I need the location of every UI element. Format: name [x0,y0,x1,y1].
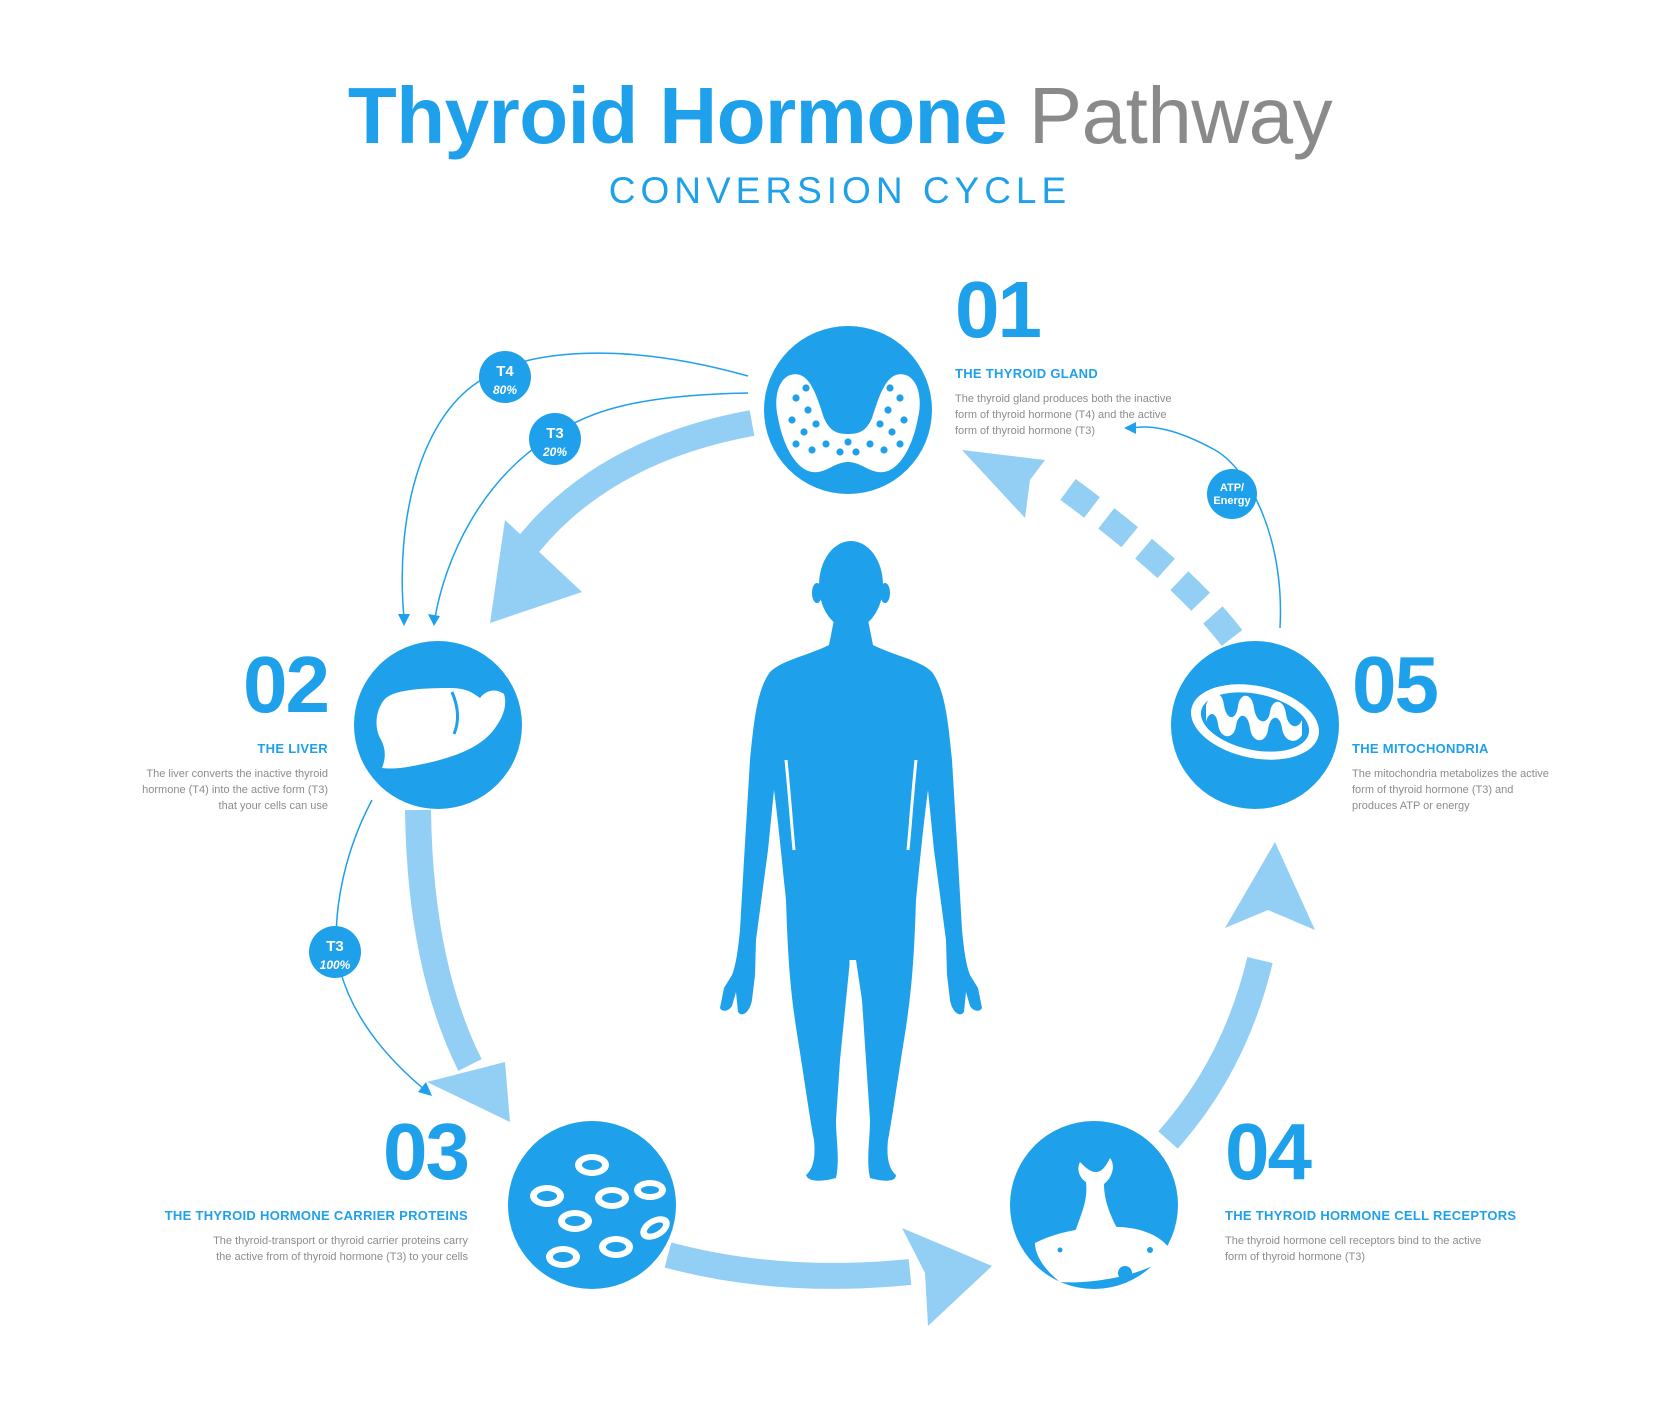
carrier-proteins-icon [530,1154,670,1268]
atp-badge-label: ATP/ [1220,482,1244,494]
stage-05-text: 05 THE MITOCHONDRIA The mitochondria met… [1352,645,1582,814]
page-subtitle: CONVERSION CYCLE [608,170,1072,211]
t3-liver-badge: T3 100% [309,926,361,978]
t3-badge-label: T3 [546,425,564,442]
description-line: form of thyroid hormone (T3) [1225,1251,1365,1263]
t4-badge: T4 80% [479,351,531,403]
atp-badge-value: Energy [1213,495,1251,507]
page-title: Thyroid Hormone Pathway [0,68,1680,164]
thyroid-gland-node [764,326,932,494]
stage-heading: THE THYROID GLAND [955,366,1099,381]
stage-01-text: 01 THE THYROID GLAND The thyroid gland p… [955,270,1215,439]
t3-liver-badge-label: T3 [326,938,344,955]
t3-badge-value: 20% [542,445,567,459]
liver-node [354,641,522,809]
stage-description: The thyroid gland produces both the inac… [955,391,1215,439]
stage-number: 04 [1225,1107,1312,1196]
cycle-arrow-05-to-01-dashed [962,450,1243,646]
stage-heading: THE LIVER [257,741,328,756]
stage-number: 01 [955,265,1042,354]
cycle-arrow-04-to-05 [1158,842,1315,1149]
title-light-part: Pathway [1028,71,1333,160]
stage-heading: THE THYROID HORMONE CELL RECEPTORS [1225,1208,1517,1223]
description-line: The mitochondria metabolizes the active [1352,768,1549,780]
stage-description: The thyroid hormone cell receptors bind … [1225,1233,1525,1265]
cell-receptor-icon [1035,1158,1170,1283]
stage-description: The mitochondria metabolizes the active … [1352,766,1582,814]
mitochondria-icon [1190,684,1320,760]
carrier-proteins-node [508,1121,676,1289]
mitochondria-node [1171,641,1339,809]
stage-03-text: 03 THE THYROID HORMONE CARRIER PROTEINS … [150,1107,470,1265]
stage-heading: THE MITOCHONDRIA [1352,741,1489,756]
human-body-detail [784,759,918,1120]
cell-receptor-node [1010,1121,1178,1289]
stage-heading: THE THYROID HORMONE CARRIER PROTEINS [164,1208,468,1223]
liver-to-carrier-arrowhead [418,1082,432,1096]
mito-to-thyroid-line [1131,426,1282,629]
description-line: produces ATP or energy [1352,800,1470,812]
t3-flow-arrowhead [428,614,440,626]
description-line: The thyroid-transport or thyroid carrier… [213,1235,468,1247]
t4-badge-label: T4 [496,363,514,380]
description-line: The thyroid hormone cell receptors bind … [1225,1235,1482,1247]
cycle-arrow-03-to-04 [664,1228,992,1326]
t4-badge-value: 80% [493,383,517,397]
title-bold-part: Thyroid Hormone [347,71,1008,160]
thyroid-gland-icon [776,374,920,473]
description-line: the active from of thyroid hormone (T3) … [216,1251,468,1263]
description-line: form of thyroid hormone (T4) and the act… [955,409,1167,421]
description-line: hormone (T4) into the active form (T3) [142,784,328,796]
stage-02-text: 02 THE LIVER The liver converts the inac… [110,640,330,814]
cycle-arrow-01-to-02 [490,410,755,623]
mito-to-thyroid-arrowhead [1124,422,1136,434]
description-line: form of thyroid hormone (T3) [955,425,1095,437]
stage-04-text: 04 THE THYROID HORMONE CELL RECEPTORS Th… [1225,1112,1525,1265]
description-line: The liver converts the inactive thyroid [146,768,328,780]
description-line: form of thyroid hormone (T3) and [1352,784,1514,796]
atp-badge: ATP/ Energy [1207,469,1257,519]
stage-number: 03 [383,1107,470,1196]
cycle-arrow-02-to-03 [405,809,510,1122]
t3-badge: T3 20% [529,413,581,465]
stage-description: The liver converts the inactive thyroid … [110,766,328,814]
description-line: The thyroid gland produces both the inac… [955,393,1172,405]
stage-number: 02 [243,640,330,729]
t4-flow-line [401,352,749,619]
stage-description: The thyroid-transport or thyroid carrier… [150,1233,468,1265]
stage-number: 05 [1352,640,1439,729]
description-line: that your cells can use [218,800,328,812]
t3-liver-badge-value: 100% [320,958,351,972]
t4-flow-arrowhead [398,614,410,626]
liver-icon [376,688,506,769]
